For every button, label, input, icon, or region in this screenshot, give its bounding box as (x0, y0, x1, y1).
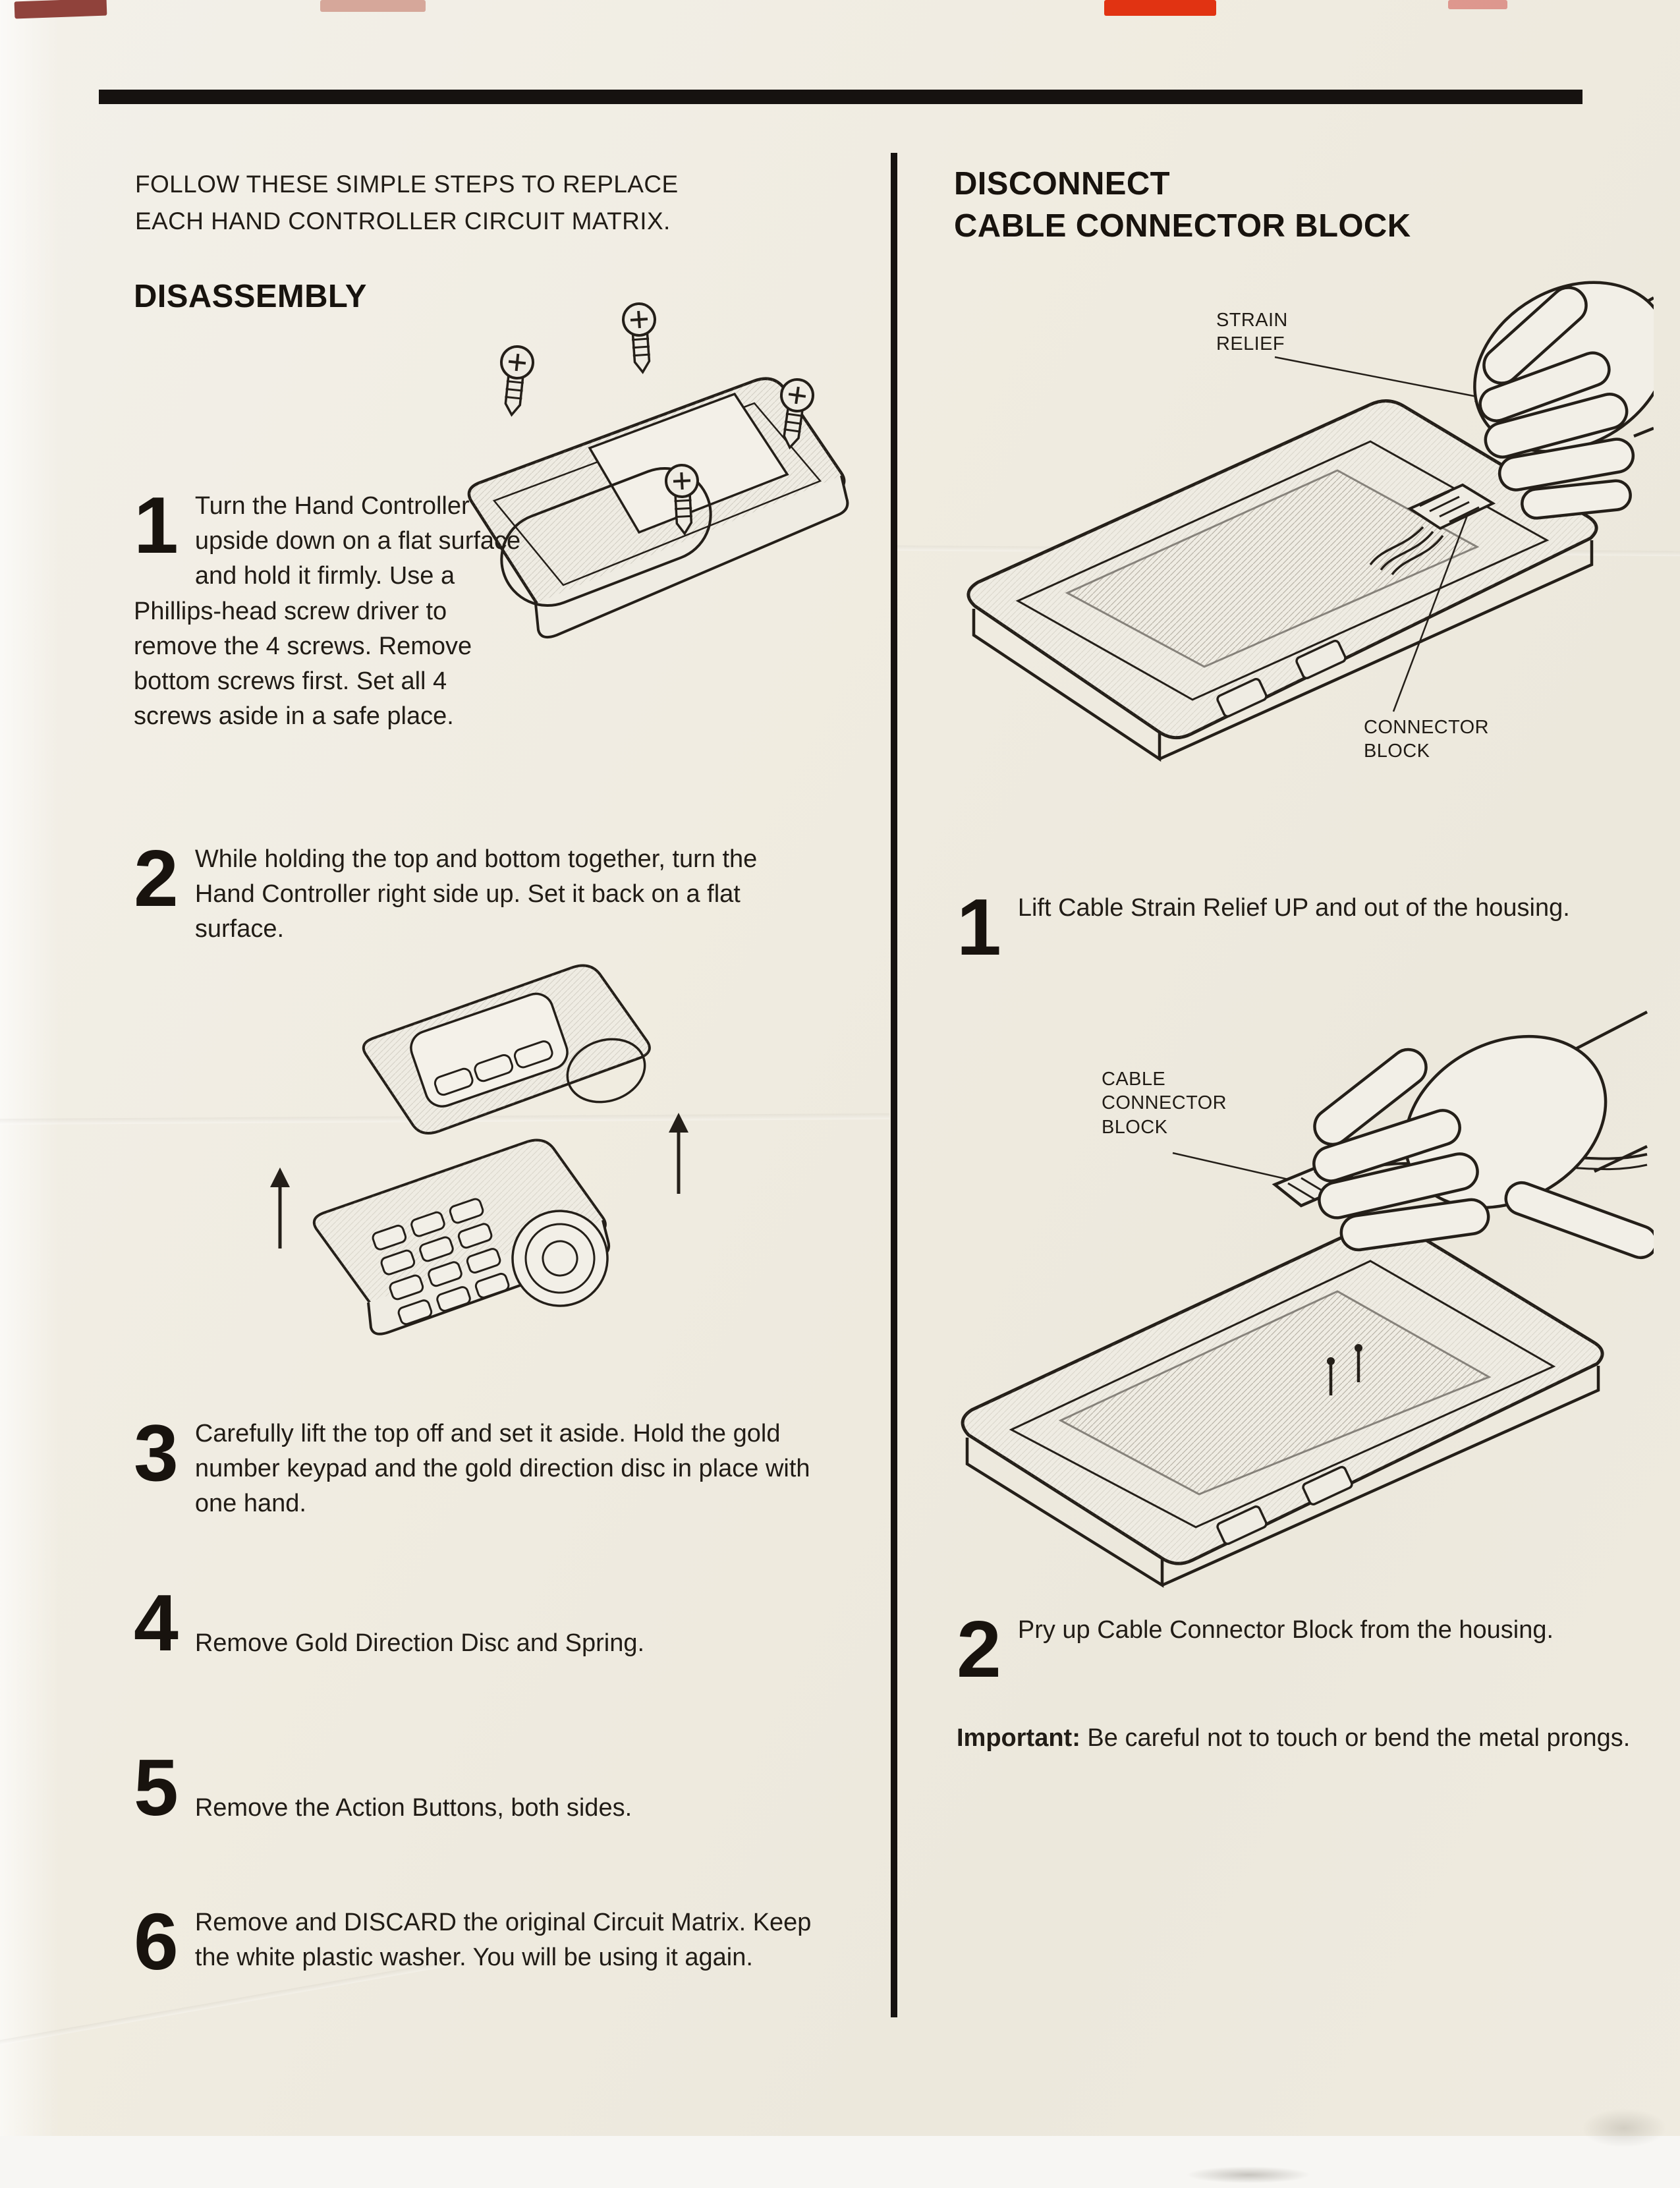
scan-smudge (1581, 2108, 1667, 2148)
scan-artifact-red (320, 0, 426, 12)
step-1-text: Turn the Hand Controller upside down on … (134, 492, 521, 731)
intro-text: FOLLOW THESE SIMPLE STEPS TO REPLACE EAC… (135, 166, 768, 239)
step-6-number: 6 (134, 1897, 179, 1986)
important-note: Important: Be careful not to touch or be… (957, 1721, 1642, 1756)
right-step-2-text: Pry up Cable Connector Block from the ho… (1017, 1616, 1554, 1644)
step-4-text: Remove Gold Direction Disc and Spring. (194, 1629, 645, 1657)
illustration-controller-exploded (217, 949, 738, 1410)
step-5-text: Remove the Action Buttons, both sides. (194, 1794, 632, 1822)
scan-edge-shading (0, 0, 59, 2188)
scan-artifact-red (14, 0, 107, 19)
scan-artifact-red (1448, 0, 1507, 9)
step-6-discard-matrix: 6 Remove and DISCARD the original Circui… (134, 1897, 812, 1986)
step-4-number: 4 (134, 1578, 179, 1668)
step-3-lift-top: 3 Carefully lift the top off and set it … (134, 1408, 812, 1522)
connector-block-label: CONNECTOR BLOCK (1364, 717, 1489, 762)
step-4-remove-disc: 4 Remove Gold Direction Disc and Spring. (134, 1578, 812, 1668)
disconnect-heading: DISCONNECT CABLE CONNECTOR BLOCK (954, 163, 1411, 247)
step-1-turn-controller: 1 Turn the Hand Controller upside down o… (134, 480, 529, 734)
disassembly-heading: DISASSEMBLY (134, 279, 367, 314)
right-step-1-lift-strain-relief: 1 Lift Cable Strain Relief UP and out of… (957, 882, 1615, 972)
intro-line-1: FOLLOW THESE SIMPLE STEPS TO REPLACE (135, 171, 679, 198)
strain-relief-label: STRAIN RELIEF (1216, 310, 1288, 355)
right-step-2-number: 2 (957, 1604, 1001, 1694)
important-label: Important: (957, 1724, 1080, 1752)
illustration-strain-relief-removal (909, 232, 1654, 874)
illustration-connector-block-removal (909, 974, 1654, 1639)
scan-smudge (1186, 2166, 1311, 2183)
step-2-number: 2 (134, 833, 179, 923)
step-5-number: 5 (134, 1743, 179, 1832)
column-divider (891, 153, 897, 2017)
right-step-1-number: 1 (957, 882, 1001, 972)
disconnect-heading-line-1: DISCONNECT (954, 166, 1170, 202)
step-5-remove-action-buttons: 5 Remove the Action Buttons, both sides. (134, 1743, 812, 1832)
step-2-turn-right-side-up: 2 While holding the top and bottom toget… (134, 833, 766, 947)
top-rule (99, 90, 1582, 104)
step-3-text: Carefully lift the top off and set it as… (194, 1420, 810, 1518)
scan-artifact-red (1104, 0, 1216, 16)
scan-bottom-strip (0, 2136, 1680, 2188)
step-6-text: Remove and DISCARD the original Circuit … (194, 1909, 812, 1972)
important-text: Be careful not to touch or bend the meta… (1080, 1724, 1631, 1752)
cable-connector-block-label: CABLE CONNECTOR BLOCK (1102, 1069, 1227, 1138)
step-1-number: 1 (134, 480, 179, 570)
step-3-number: 3 (134, 1408, 179, 1498)
step-2-text: While holding the top and bottom togethe… (194, 845, 758, 943)
intro-line-2: EACH HAND CONTROLLER CIRCUIT MATRIX. (135, 207, 671, 235)
illustration-controller-bottom-screws (366, 283, 873, 705)
right-step-2-pry-connector: 2 Pry up Cable Connector Block from the … (957, 1604, 1615, 1694)
right-step-1-text: Lift Cable Strain Relief UP and out of t… (1017, 894, 1570, 922)
disconnect-heading-line-2: CABLE CONNECTOR BLOCK (954, 208, 1411, 244)
